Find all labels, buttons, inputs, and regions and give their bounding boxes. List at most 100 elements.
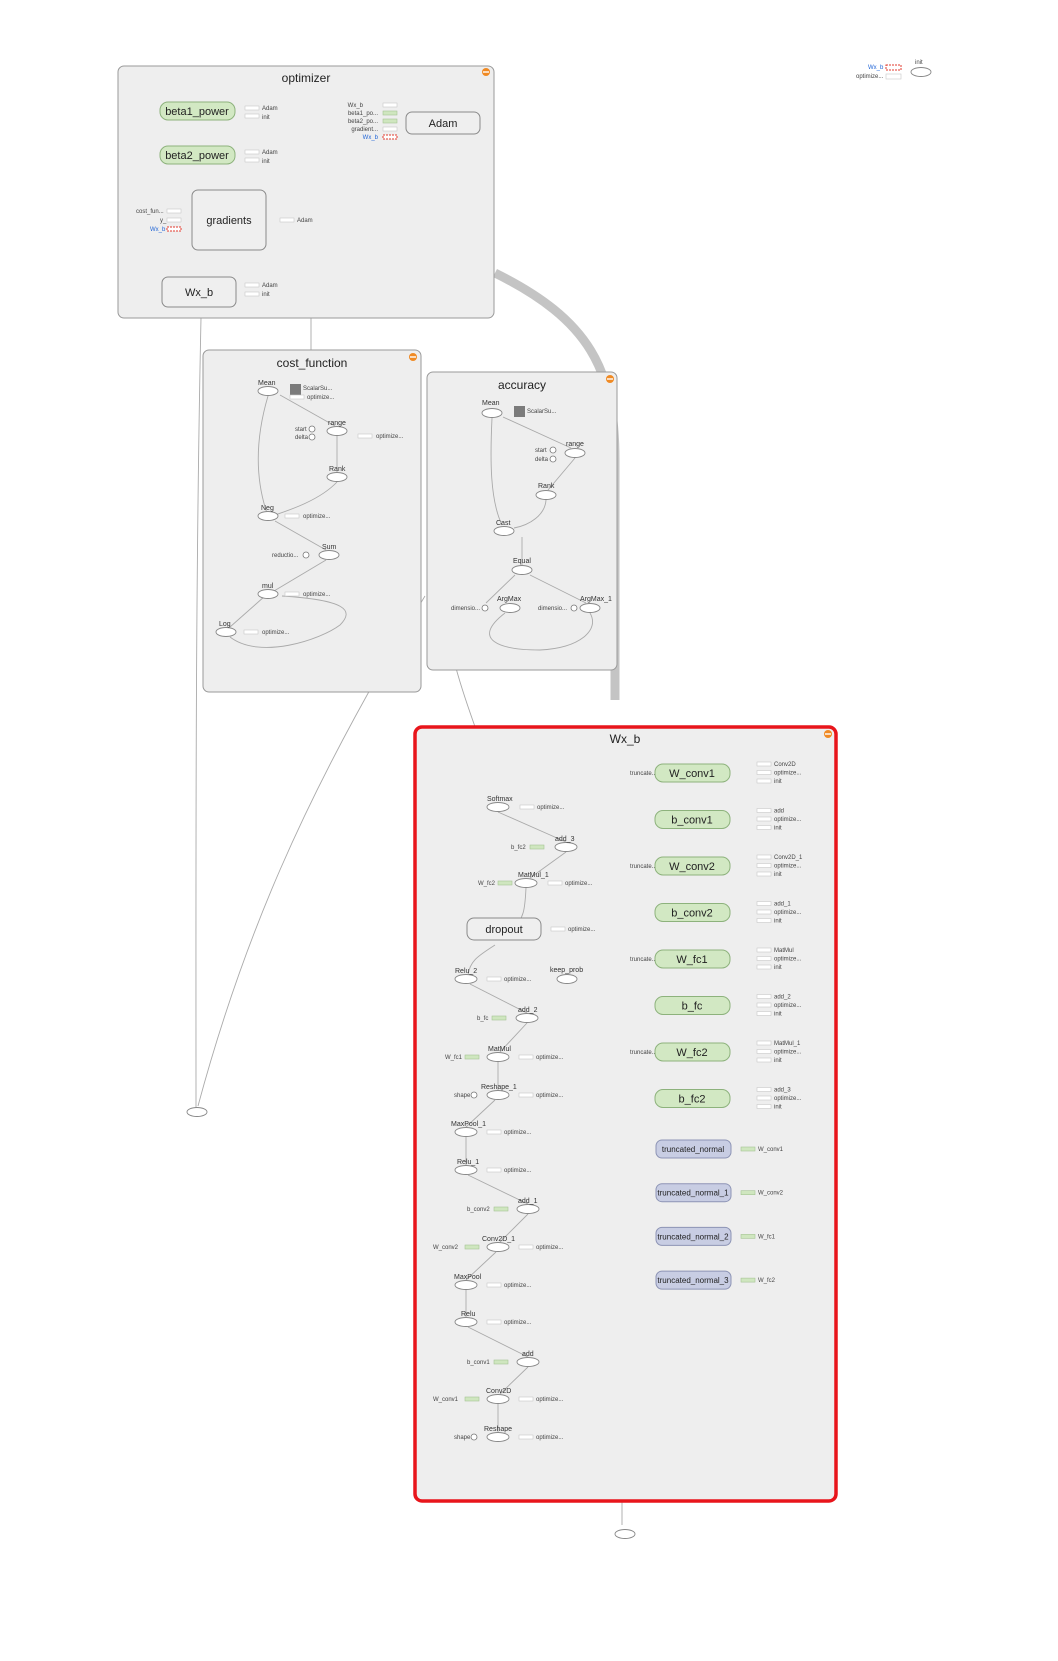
reshape-op[interactable]: Reshape shape optimize... xyxy=(454,1426,564,1442)
adam-node[interactable] xyxy=(405,111,481,135)
acc-range-node[interactable] xyxy=(564,448,586,458)
output-label: optimize... xyxy=(774,864,802,870)
conv2d-op[interactable]: Conv2D W_conv1 optimize... xyxy=(433,1388,564,1404)
truncated-normal-node[interactable] xyxy=(655,1226,732,1246)
dropout-op[interactable]: dropout optimize... xyxy=(466,917,596,941)
add1-node[interactable] xyxy=(516,1204,540,1214)
reshape-node[interactable] xyxy=(486,1432,510,1442)
add-op[interactable]: add b_conv1 xyxy=(467,1351,540,1367)
conv2d1-node[interactable] xyxy=(486,1242,510,1252)
mean-node[interactable] xyxy=(257,386,279,396)
stub xyxy=(550,926,566,932)
optimize-label: optimize... xyxy=(504,1130,532,1136)
maxpool-op[interactable]: MaxPool optimize... xyxy=(454,1274,532,1290)
sum-node[interactable] xyxy=(318,550,340,560)
variable-node[interactable] xyxy=(654,1042,731,1062)
add3-op[interactable]: add_3 b_fc2 xyxy=(511,836,578,852)
argmax-node[interactable] xyxy=(499,603,521,613)
softmax-op[interactable]: Softmax optimize... xyxy=(486,796,565,812)
input-label: b_conv2 xyxy=(467,1207,490,1213)
relu2-op[interactable]: Relu_2 optimize... keep_prob xyxy=(454,967,583,984)
relu-node[interactable] xyxy=(454,1317,478,1327)
maxpool1-op[interactable]: MaxPool_1 optimize... xyxy=(451,1121,532,1137)
relu-op[interactable]: Relu optimize... xyxy=(454,1311,532,1327)
wxb-group[interactable]: Wx_b Softmax optimize... xyxy=(413,725,838,1503)
beta2-power-node[interactable] xyxy=(159,145,236,165)
variable-node[interactable] xyxy=(654,903,731,922)
wxb-mini-node[interactable] xyxy=(161,276,237,308)
optimizer-group[interactable]: optimizer beta1_power Adam init beta2_po… xyxy=(117,65,495,319)
variable-node[interactable] xyxy=(654,1089,731,1108)
add2-node[interactable] xyxy=(515,1013,539,1023)
conv2d1-op[interactable]: Conv2D_1 W_conv2 optimize... xyxy=(433,1236,564,1252)
x-placeholder-node[interactable] xyxy=(614,1529,636,1539)
accuracy-box[interactable] xyxy=(426,371,618,671)
variable-node[interactable] xyxy=(654,949,731,969)
argmax1-node[interactable] xyxy=(579,603,601,613)
init-node-group[interactable]: init Wx_b optimize... xyxy=(856,60,932,80)
keep-prob-node[interactable] xyxy=(556,974,578,984)
matmul-node[interactable] xyxy=(486,1052,510,1062)
equal-node[interactable] xyxy=(511,565,533,575)
acc-rank-node[interactable] xyxy=(535,490,557,500)
reshape1-node[interactable] xyxy=(486,1090,510,1100)
range-node[interactable] xyxy=(326,426,348,436)
matmul1-node[interactable] xyxy=(514,878,538,888)
variable-node[interactable] xyxy=(654,810,731,829)
maxpool1-node[interactable] xyxy=(454,1127,478,1137)
add3-node[interactable] xyxy=(554,842,578,852)
neg-node[interactable] xyxy=(257,511,279,521)
edge xyxy=(467,1326,529,1358)
maxpool-node[interactable] xyxy=(454,1280,478,1290)
add1-op[interactable]: add_1 b_conv2 xyxy=(467,1198,540,1214)
accuracy-group[interactable]: accuracy Mean ScalarSu... range start de… xyxy=(426,371,618,671)
mul-node[interactable] xyxy=(257,589,279,599)
matmul-op[interactable]: MatMul W_fc1 optimize... xyxy=(445,1046,564,1062)
wxb-box[interactable] xyxy=(413,725,838,1503)
relu1-op[interactable]: Relu_1 optimize... xyxy=(454,1159,532,1175)
matmul1-op[interactable]: MatMul_1 W_fc2 optimize... xyxy=(478,872,593,888)
conv2d-node[interactable] xyxy=(486,1394,510,1404)
softmax-node[interactable] xyxy=(486,802,510,812)
cast-node[interactable] xyxy=(493,526,515,536)
relu2-node[interactable] xyxy=(454,974,478,984)
acc-mean-node[interactable] xyxy=(481,408,503,418)
truncated-normal-node[interactable] xyxy=(655,1139,732,1159)
stub xyxy=(519,804,535,810)
cost-function-group[interactable]: cost_function Mean ScalarSu... optimize.… xyxy=(202,349,422,693)
add2-op[interactable]: add_2 b_fc xyxy=(477,1007,539,1023)
add-node[interactable] xyxy=(516,1357,540,1367)
optimize-label: optimize... xyxy=(262,630,290,636)
variable-node[interactable] xyxy=(654,856,731,876)
optimizer-box[interactable] xyxy=(117,65,495,319)
truncated-normal-node[interactable] xyxy=(655,1270,732,1290)
y-placeholder-node[interactable] xyxy=(186,1107,208,1117)
dropout-node[interactable] xyxy=(466,917,542,941)
truncated-normal-node[interactable] xyxy=(655,1183,732,1203)
beta1-power-node[interactable] xyxy=(159,101,236,121)
reshape1-op[interactable]: Reshape_1 shape optimize... xyxy=(454,1084,564,1100)
log-node[interactable] xyxy=(215,627,237,637)
init-node[interactable] xyxy=(910,67,932,77)
gradients-node[interactable] xyxy=(191,189,267,251)
relu1-node[interactable] xyxy=(454,1165,478,1175)
rank-node[interactable] xyxy=(326,472,348,482)
variable-node[interactable] xyxy=(654,996,731,1015)
variable-W_conv2[interactable]: truncate...W_conv2Conv2D_1optimize...ini… xyxy=(630,854,803,878)
variable-node[interactable] xyxy=(654,763,731,783)
stub xyxy=(244,113,260,119)
optimize-label: optimize... xyxy=(537,805,565,811)
stub xyxy=(497,880,513,886)
